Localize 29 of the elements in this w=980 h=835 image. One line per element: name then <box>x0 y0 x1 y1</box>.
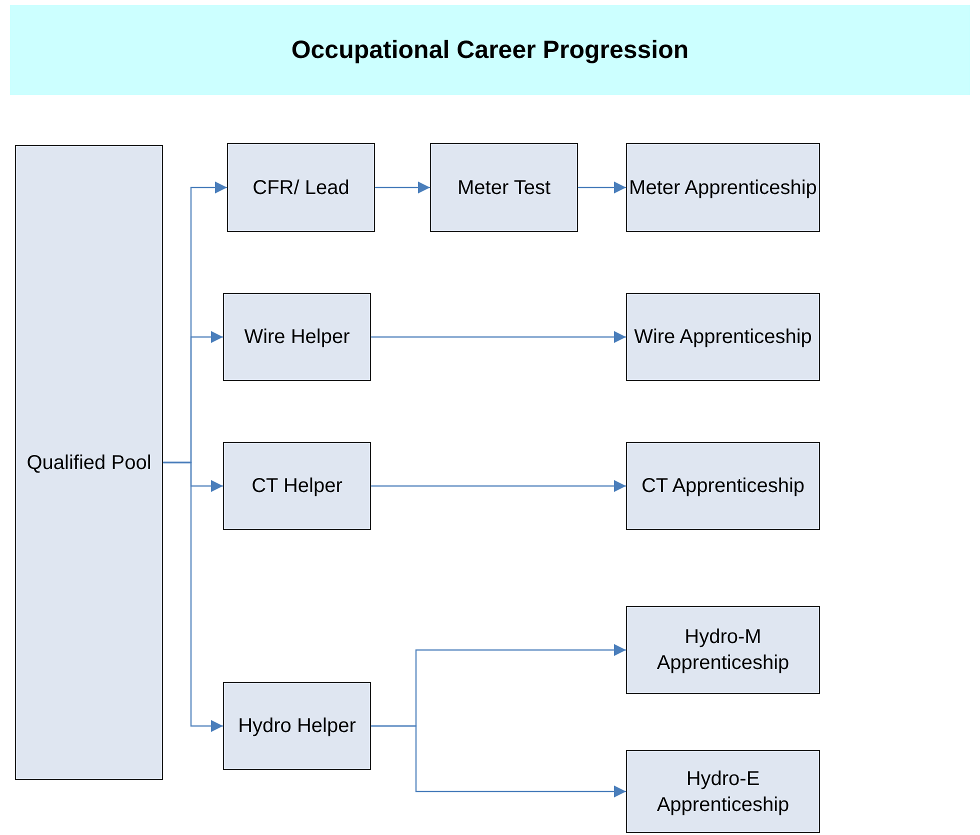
connector-arrow <box>371 480 626 492</box>
box-label: Meter Test <box>458 176 550 200</box>
connector-arrow <box>578 182 626 194</box>
process-box <box>626 293 820 381</box>
box-label: Wire Apprenticeship <box>634 325 812 350</box>
box-label: Meter Apprenticeship <box>629 176 817 200</box>
process-box <box>626 442 820 530</box>
title: Occupational Career Progression <box>291 36 689 64</box>
process-box <box>626 143 820 232</box>
box-label: Hydro Helper <box>238 714 356 739</box>
box-label: CFR/ Lead <box>252 176 350 200</box>
process-box <box>223 293 371 381</box>
connector-arrow <box>371 331 626 343</box>
process-box <box>223 442 371 530</box>
box-label: Qualified Pool <box>26 450 152 476</box>
connector-arrow <box>375 182 430 194</box>
box-label: Hydro-E Apprenticeship <box>656 766 790 818</box>
box-label: CT Helper <box>252 474 342 499</box>
connector-arrow <box>371 725 626 798</box>
process-box <box>626 750 820 833</box>
process-box <box>15 145 163 780</box>
process-box <box>626 606 820 694</box>
process-box <box>430 143 578 232</box>
box-label: Hydro-M Apprenticeship <box>656 625 790 676</box>
process-box <box>227 143 375 232</box>
process-box <box>223 682 371 770</box>
connector-arrow <box>163 462 223 732</box>
box-label: CT Apprenticeship <box>641 474 805 499</box>
box-label: Wire Helper <box>244 325 350 350</box>
